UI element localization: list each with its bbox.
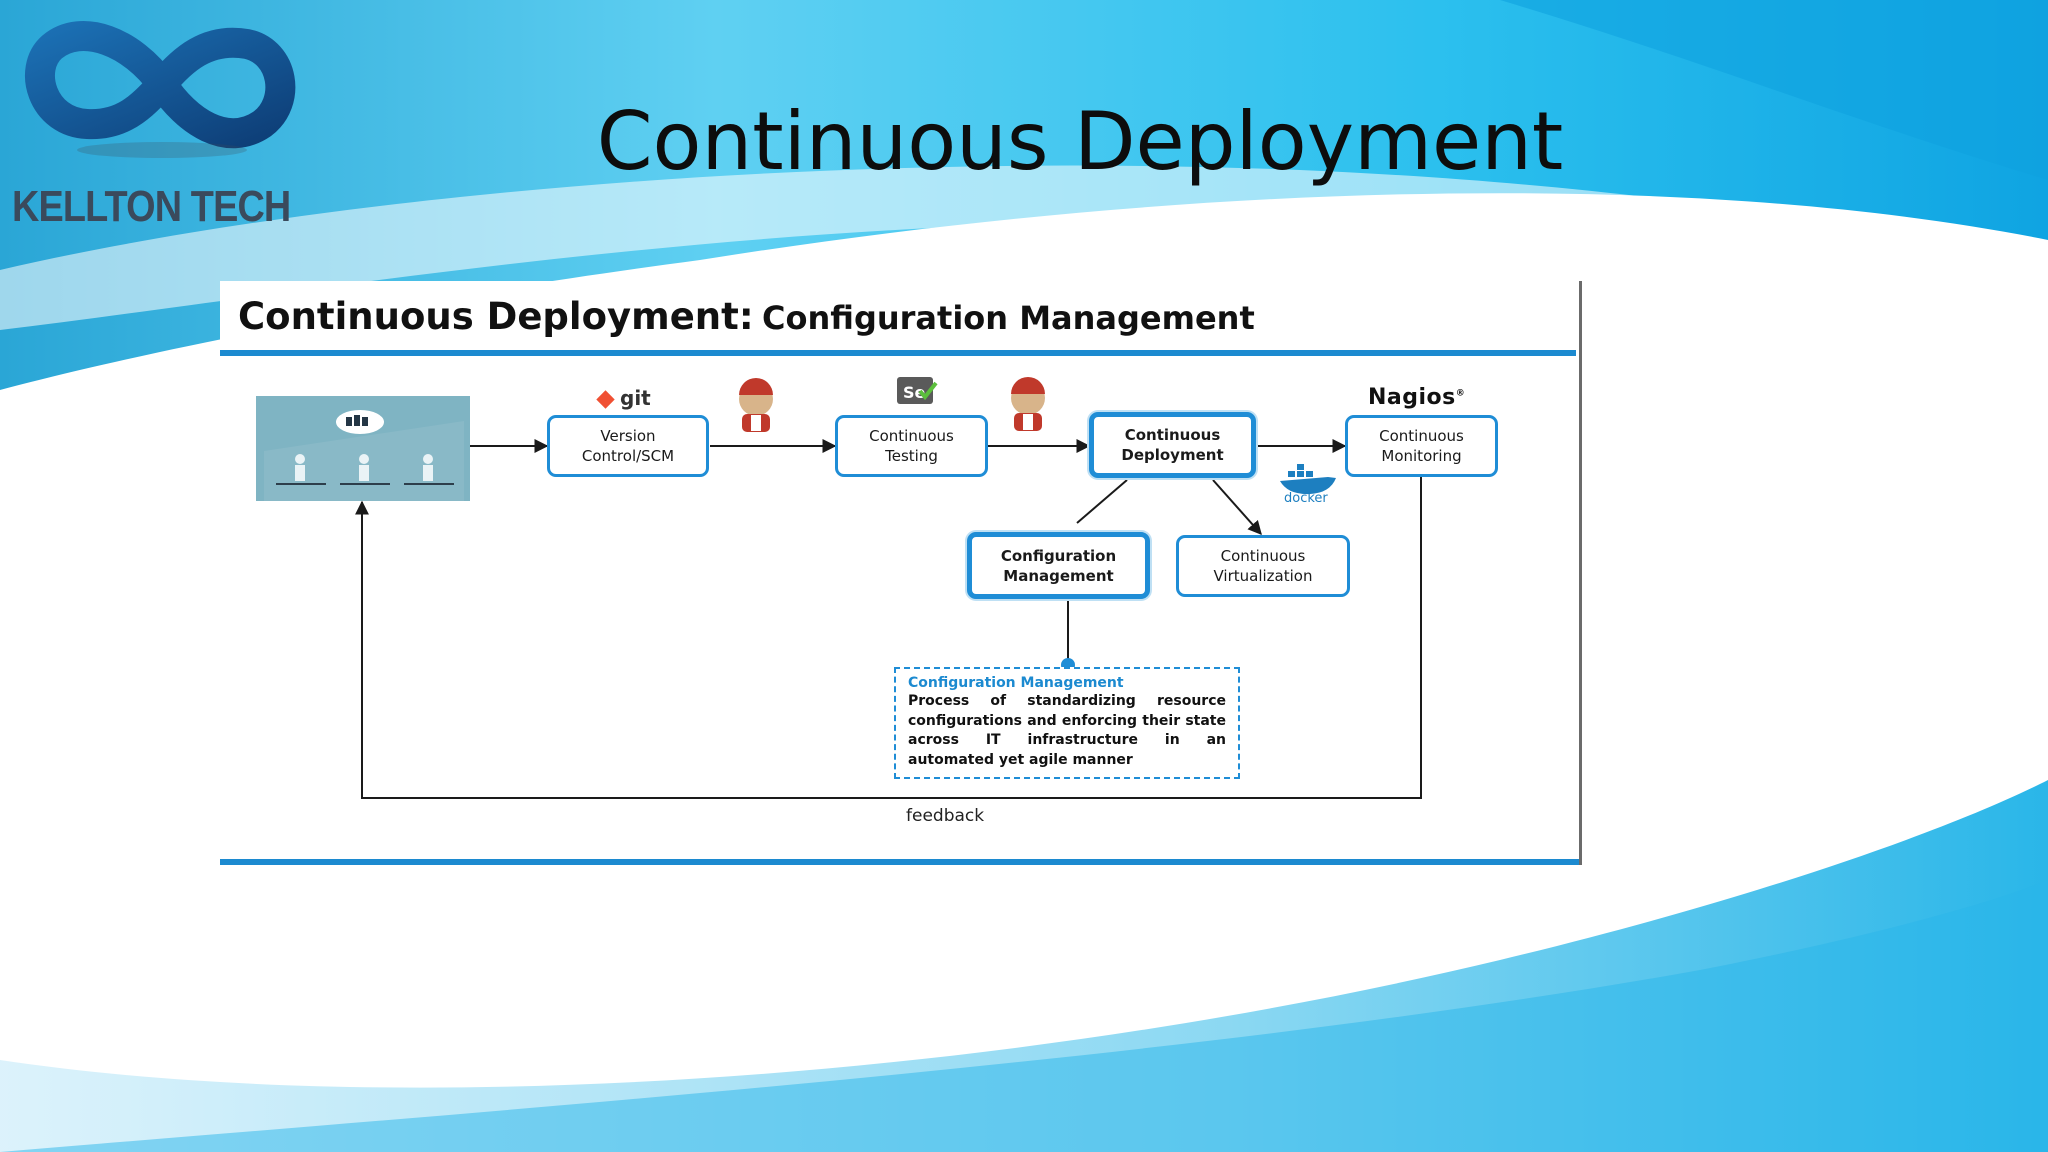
stage-continuous-virtualization: Continuous Virtualization [1176, 535, 1350, 597]
stage-continuous-testing: Continuous Testing [835, 415, 988, 477]
feedback-label: feedback [906, 806, 985, 826]
diagram-connectors: Se [256, 377, 1422, 799]
jenkins-icon-1 [739, 378, 773, 432]
stage-configuration-management: Configuration Management [967, 532, 1150, 599]
stage-continuous-deployment: Continuous Deployment [1089, 412, 1256, 478]
logo-text: KELLTON TECH [12, 182, 291, 231]
diagram-title-main: Continuous Deployment: [238, 295, 754, 338]
diagram-title-sub: Configuration Management [761, 299, 1255, 337]
description-title: Configuration Management [908, 675, 1124, 691]
selenium-icon: Se [897, 377, 938, 404]
description-body: Process of standardizing resource config… [908, 693, 1226, 768]
stage-version-control: Version Control/SCM [547, 415, 709, 477]
stage-continuous-monitoring: Continuous Monitoring [1345, 415, 1498, 477]
git-logo: git [596, 386, 651, 410]
team-image-detail [256, 396, 470, 501]
selenium-label: Se [903, 383, 926, 402]
slide-title: Continuous Deployment [596, 95, 1564, 188]
infinity-logo-icon [25, 21, 296, 158]
diagram-panel: Continuous Deployment: Configuration Man… [220, 281, 1582, 865]
nagios-trademark: ® [1455, 388, 1466, 399]
docker-icon [1280, 464, 1336, 495]
jenkins-icon-2 [1011, 377, 1045, 431]
nagios-label: Nagios [1368, 385, 1456, 410]
config-management-description: Configuration Management Process of stan… [894, 667, 1240, 779]
diagram-footer-line [220, 859, 1579, 865]
nagios-logo: Nagios® [1368, 385, 1465, 410]
docker-label: docker [1284, 491, 1328, 506]
kellton-logo: KELLTON TECH [10, 12, 310, 231]
git-label: git [620, 386, 651, 410]
diagram-header: Continuous Deployment: Configuration Man… [220, 281, 1576, 356]
git-icon [596, 390, 615, 409]
diagram-title: Continuous Deployment: Configuration Man… [238, 295, 1255, 338]
